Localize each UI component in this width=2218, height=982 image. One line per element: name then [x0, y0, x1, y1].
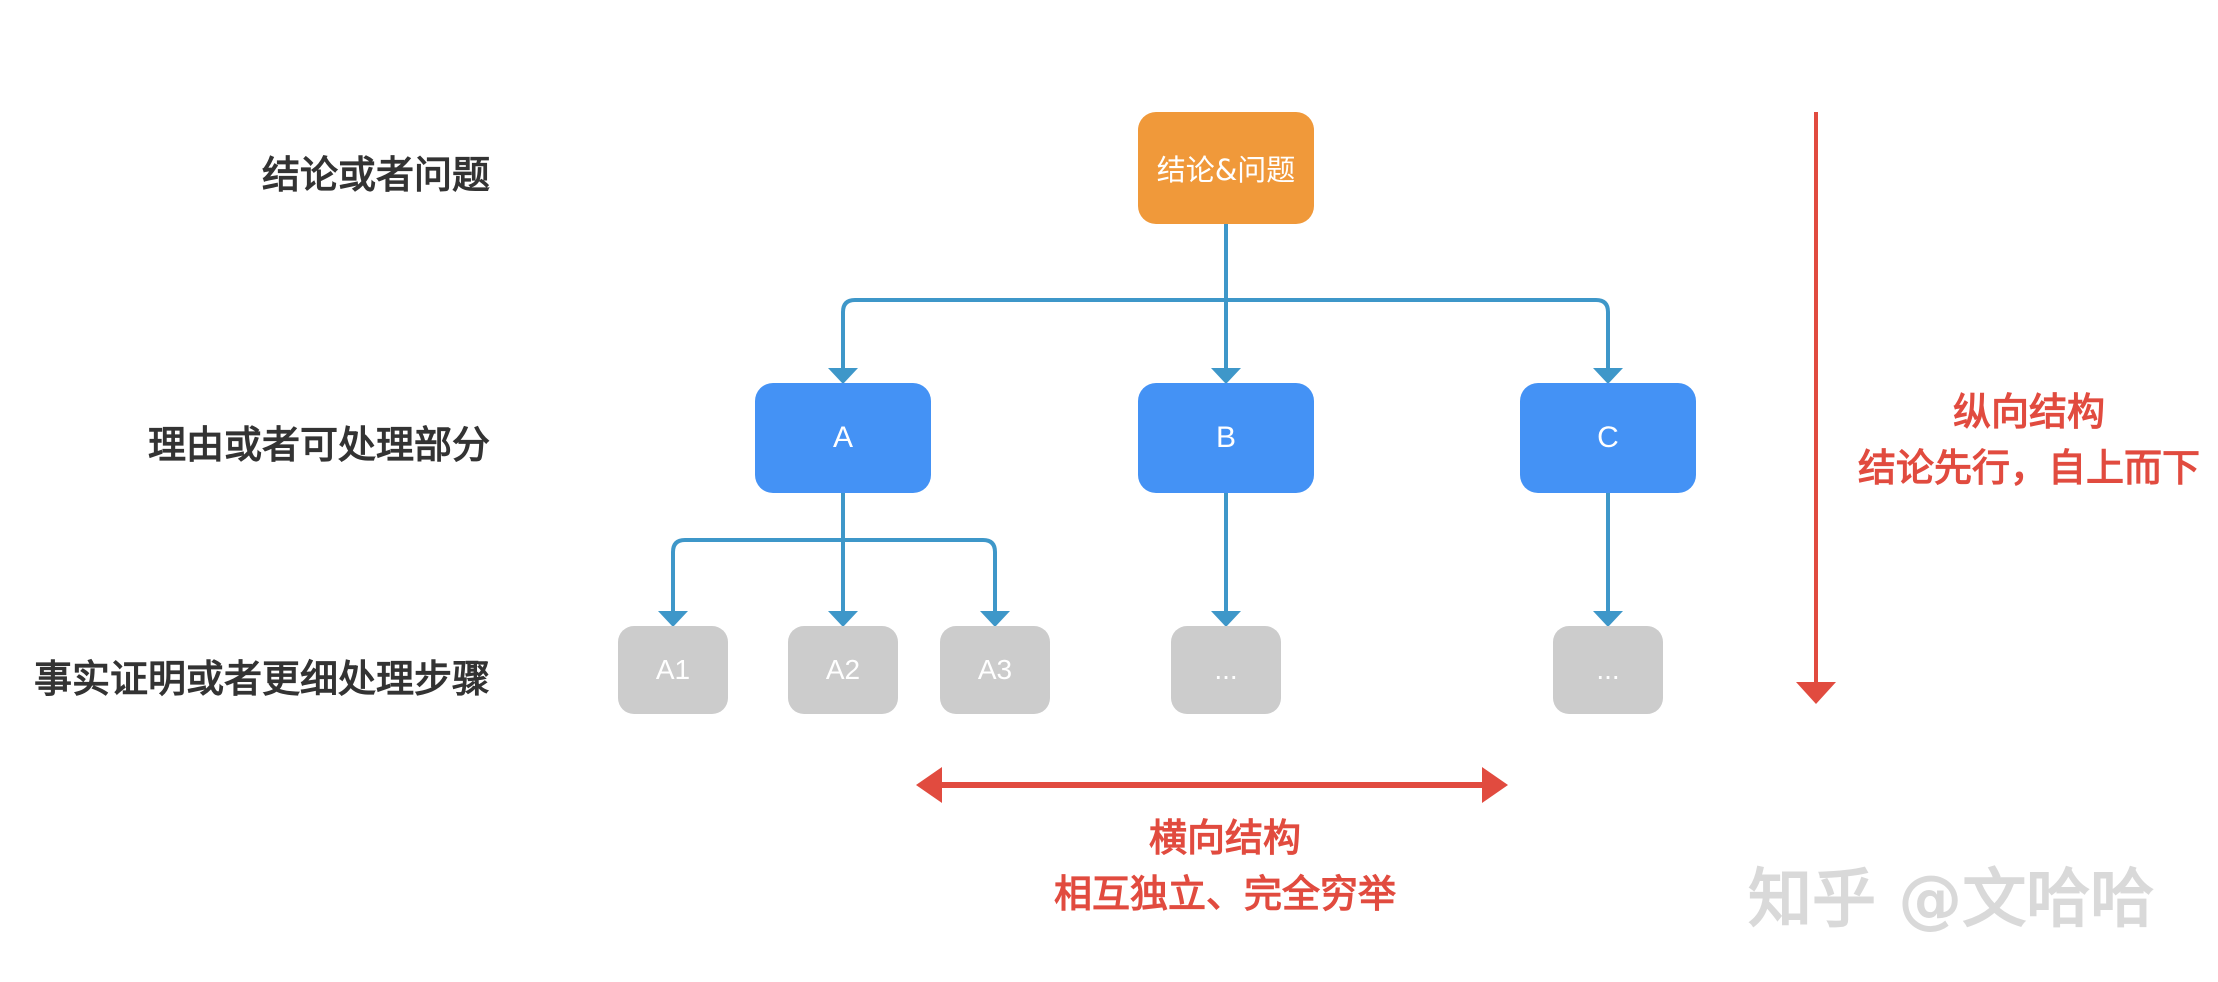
horizontal-title: 横向结构	[1148, 816, 1301, 860]
vertical-title: 纵向结构	[1952, 390, 2105, 434]
horizontal-subtitle: 相互独立、完全穷举	[1053, 872, 1396, 916]
vertical-caption: 纵向结构 结论先行，自上而下	[1840, 384, 2218, 496]
horizontal-arrow	[916, 767, 1508, 803]
level-label-facts: 事实证明或者更细处理步骤	[33, 657, 490, 701]
node-c-label: C	[1597, 421, 1619, 454]
node-c-child: ...	[1553, 626, 1663, 714]
tree-connectors	[671, 224, 1610, 614]
node-a1: A1	[618, 626, 728, 714]
node-a-label: A	[832, 421, 853, 454]
node-a2: A2	[788, 626, 898, 714]
node-c: C	[1520, 383, 1696, 493]
node-a: A	[755, 383, 931, 493]
horizontal-caption: 横向结构 相互独立、完全穷举	[1000, 810, 1450, 922]
level-label-reasons: 理由或者可处理部分	[147, 423, 490, 467]
node-a3: A3	[940, 626, 1050, 714]
node-b: B	[1138, 383, 1314, 493]
vertical-subtitle: 结论先行，自上而下	[1857, 446, 2200, 490]
watermark: 知乎 @文哈哈	[1748, 863, 2155, 937]
node-root-label: 结论&问题	[1156, 153, 1296, 187]
vertical-arrow	[1796, 112, 1836, 704]
node-b-label: B	[1215, 421, 1236, 454]
connector-a-bus	[671, 538, 997, 614]
node-b-child: ...	[1171, 626, 1281, 714]
node-c-child-label: ...	[1596, 654, 1620, 685]
node-a1-label: A1	[655, 654, 691, 685]
node-b-child-label: ...	[1214, 654, 1238, 685]
node-a3-label: A3	[977, 654, 1013, 685]
connector-arrowheads	[658, 368, 1623, 627]
node-a2-label: A2	[825, 654, 861, 685]
level-label-conclusion: 结论或者问题	[261, 153, 490, 197]
node-root: 结论&问题	[1138, 112, 1314, 224]
